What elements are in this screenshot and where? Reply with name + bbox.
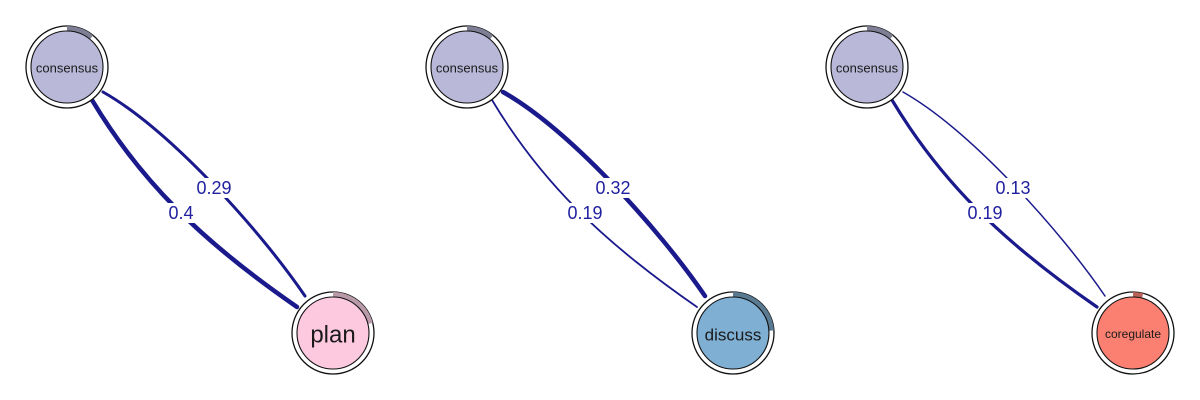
edge-label-consensus-to-plan: 0.4 bbox=[168, 203, 193, 223]
network-panel-coregulate: 0.13 0.19 consensus coregulate bbox=[825, 25, 1175, 375]
node-discuss[interactable]: discuss bbox=[691, 291, 775, 375]
node-plan-pie bbox=[333, 292, 373, 325]
node-consensus[interactable]: consensus bbox=[825, 25, 909, 109]
edge-label-discuss-to-consensus: 0.19 bbox=[567, 203, 602, 223]
node-discuss-fill bbox=[697, 297, 769, 369]
node-consensus[interactable]: consensus bbox=[425, 25, 509, 109]
node-plan-fill bbox=[297, 297, 369, 369]
node-discuss-label: discuss bbox=[705, 326, 762, 345]
node-consensus-label: consensus bbox=[836, 61, 899, 76]
network-panel-plan: 0.29 0.4 consensus plan bbox=[25, 25, 375, 375]
edge-label-consensus-to-coregulate: 0.19 bbox=[967, 203, 1002, 223]
node-consensus-pie bbox=[867, 26, 894, 40]
node-consensus[interactable]: consensus bbox=[25, 25, 109, 109]
node-plan-label: plan bbox=[310, 322, 355, 349]
node-plan[interactable]: plan bbox=[291, 291, 375, 375]
node-coregulate-label: coregulate bbox=[1105, 327, 1161, 341]
node-coregulate[interactable]: coregulate bbox=[1091, 291, 1175, 375]
node-consensus-label: consensus bbox=[36, 61, 99, 76]
node-consensus-pie bbox=[67, 26, 94, 40]
node-consensus-fill bbox=[431, 31, 503, 103]
node-consensus-fill bbox=[31, 31, 103, 103]
edge-label-coregulate-to-consensus: 0.13 bbox=[995, 178, 1030, 198]
node-coregulate-fill bbox=[1097, 297, 1169, 369]
node-consensus-label: consensus bbox=[436, 61, 499, 76]
node-consensus-pie bbox=[467, 26, 494, 40]
node-discuss-pie bbox=[733, 292, 774, 331]
node-consensus-fill bbox=[831, 31, 903, 103]
edge-label-plan-to-consensus: 0.29 bbox=[196, 178, 231, 198]
edge-label-consensus-to-discuss: 0.32 bbox=[595, 178, 630, 198]
network-panel-discuss: 0.32 0.19 consensus discuss bbox=[425, 25, 775, 375]
